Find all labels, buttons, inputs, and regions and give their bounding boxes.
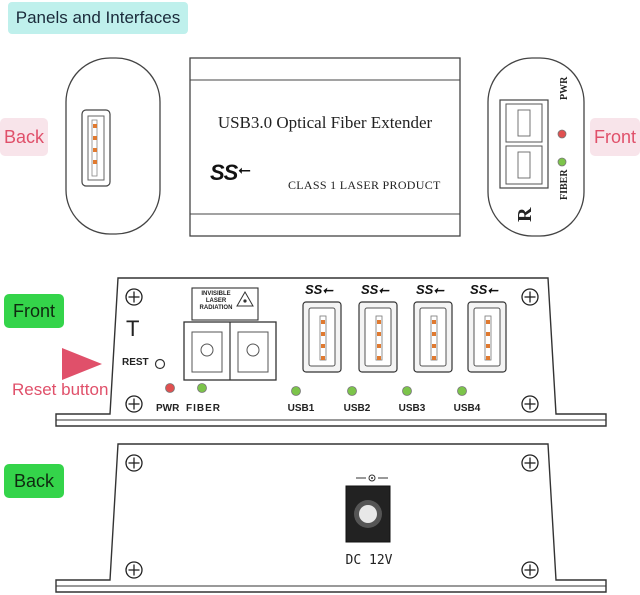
usb4-ss-logo: SS⭠ xyxy=(470,282,498,297)
pin-dot xyxy=(93,160,97,164)
top-fiber-led xyxy=(557,157,567,167)
reset-button-callout: Reset button xyxy=(12,380,109,399)
usb1-led xyxy=(291,386,301,396)
laser-warning-icon xyxy=(236,290,254,307)
dc-12v-label: DC 12V xyxy=(345,553,393,568)
t-mark: T xyxy=(126,316,140,341)
top-fiber-label: FIBER xyxy=(559,169,570,200)
usb3-label: USB3 xyxy=(398,403,426,414)
top-pwr-label: PWR xyxy=(559,76,570,100)
usb-trident-icon: ⭠ xyxy=(238,162,251,179)
top-back-label: Back xyxy=(0,118,48,156)
front-fiber-label: FIBER xyxy=(186,403,221,414)
front-panel-label: Front xyxy=(4,294,64,328)
page-title: Panels and Interfaces xyxy=(8,2,188,34)
front-pwr-led xyxy=(165,383,175,393)
usb-port-4[interactable] xyxy=(467,301,507,373)
product-name: USB3.0 Optical Fiber Extender xyxy=(217,113,433,132)
usb4-label: USB4 xyxy=(453,403,481,414)
top-pwr-led xyxy=(557,129,567,139)
r-mark: R xyxy=(514,207,536,222)
usb-port-3[interactable] xyxy=(413,301,453,373)
front-fiber-led xyxy=(197,383,207,393)
reset-button[interactable] xyxy=(154,358,166,370)
rest-label: REST xyxy=(122,357,149,368)
reset-arrow-icon xyxy=(62,348,102,380)
pin-dot xyxy=(93,136,97,140)
top-back-endcap xyxy=(65,57,161,235)
front-pwr-label: PWR xyxy=(156,403,180,414)
usb2-label: USB2 xyxy=(343,403,371,414)
usb1-ss-logo: SS⭠ xyxy=(305,282,333,297)
usb2-ss-logo: SS⭠ xyxy=(361,282,389,297)
usb4-led xyxy=(457,386,467,396)
usb3-ss-logo: SS⭠ xyxy=(416,282,444,297)
usb3-led xyxy=(402,386,412,396)
top-front-label: Front xyxy=(590,118,640,156)
usb-port-1[interactable] xyxy=(302,301,342,373)
laser-warning-text: INVISIBLE LASER RADIATION xyxy=(199,291,233,311)
laser-class-text: CLASS 1 LASER PRODUCT xyxy=(288,178,441,192)
back-panel xyxy=(55,443,607,593)
usb-ss-logo: SS xyxy=(210,160,238,185)
usb-port-2[interactable] xyxy=(358,301,398,373)
usb1-label: USB1 xyxy=(287,403,315,414)
pin-dot xyxy=(93,148,97,152)
top-main-body xyxy=(189,57,461,237)
usb2-led xyxy=(347,386,357,396)
pin-dot xyxy=(93,124,97,128)
back-panel-label: Back xyxy=(4,464,64,498)
top-front-endcap xyxy=(487,57,585,237)
